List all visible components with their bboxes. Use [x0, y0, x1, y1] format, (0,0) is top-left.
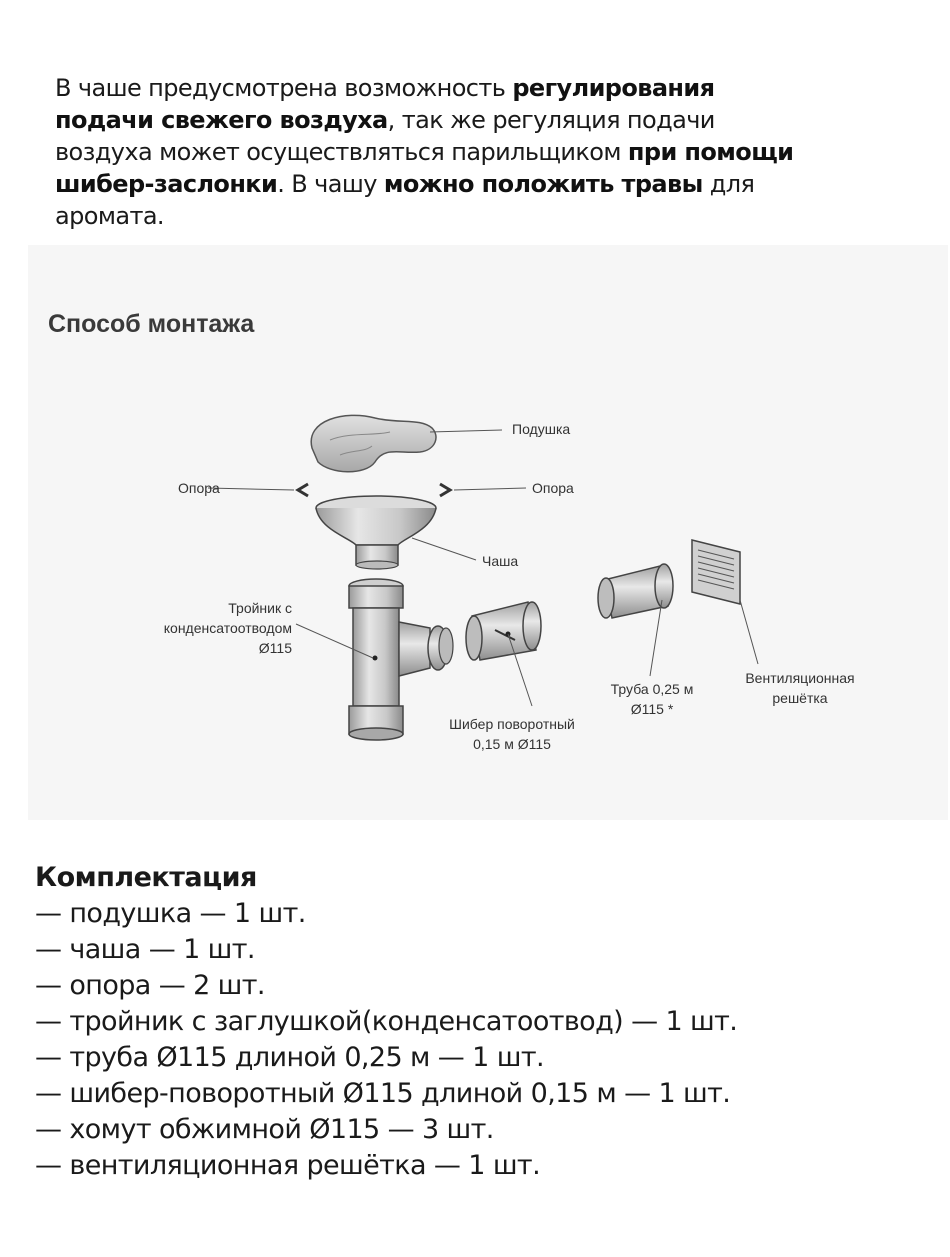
diagram-background	[28, 245, 948, 820]
label-grille-2: решётка	[772, 690, 827, 706]
damper-part	[465, 601, 542, 661]
label-grille-1: Вентиляционная	[745, 670, 854, 686]
label-damper-1: Шибер поворотный	[449, 716, 575, 732]
diagram-title: Способ монтажа	[48, 310, 255, 338]
pillow-part	[310, 414, 437, 473]
label-support-right: Опора	[532, 480, 574, 496]
kit-item: — подушка — 1 шт.	[35, 898, 306, 929]
kit-list: — подушка — 1 шт. — чаша — 1 шт. — опора…	[35, 896, 935, 1184]
kit-item: — опора — 2 шт.	[35, 970, 266, 1001]
label-bowl: Чаша	[482, 553, 518, 569]
label-damper-2: 0,15 м Ø115	[473, 736, 551, 752]
pipe-part	[597, 563, 674, 619]
label-pipe-2: Ø115 *	[631, 701, 674, 717]
label-tee-3: Ø115	[259, 640, 292, 656]
intro-text-4: для аромата.	[55, 170, 755, 230]
intro-text-1: В чаше предусмотрена возможность	[55, 74, 513, 102]
label-pillow: Подушка	[512, 421, 570, 437]
intro-text-2: , так же регуляция подачи воздуха может …	[55, 106, 715, 166]
kit-section: Комплектация — подушка — 1 шт. — чаша — …	[35, 860, 935, 1184]
intro-bold-2: при помощи шибер-заслонки	[55, 138, 794, 198]
kit-item: — хомут обжимной Ø115 — 3 шт.	[35, 1114, 494, 1145]
label-support-left: Опора	[178, 480, 220, 496]
kit-item: — вентиляционная решётка — 1 шт.	[35, 1150, 541, 1181]
intro-paragraph: В чаше предусмотрена возможность регулир…	[55, 72, 815, 232]
support-right-part	[439, 482, 453, 498]
kit-item: — шибер-поворотный Ø115 длиной 0,15 м — …	[35, 1078, 731, 1109]
bowl-part	[315, 495, 437, 570]
intro-text-3: . В чашу	[277, 170, 384, 198]
leader-lines	[207, 429, 759, 707]
grille-part	[691, 539, 741, 605]
intro-bold-3: можно положить травы	[383, 170, 703, 198]
intro-bold-1: регулирования подачи свежего воздуха	[55, 74, 715, 134]
kit-title: Комплектация	[35, 862, 257, 893]
label-pipe-1: Труба 0,25 м	[611, 681, 694, 697]
kit-item: — чаша — 1 шт.	[35, 934, 255, 965]
support-left-part	[295, 482, 309, 498]
tee-part	[348, 578, 454, 741]
label-tee-1: Тройник с	[228, 600, 292, 616]
label-tee-2: конденсатоотводом	[164, 620, 292, 636]
kit-item: — труба Ø115 длиной 0,25 м — 1 шт.	[35, 1042, 545, 1073]
kit-item: — тройник с заглушкой(конденсатоотвод) —…	[35, 1006, 738, 1037]
